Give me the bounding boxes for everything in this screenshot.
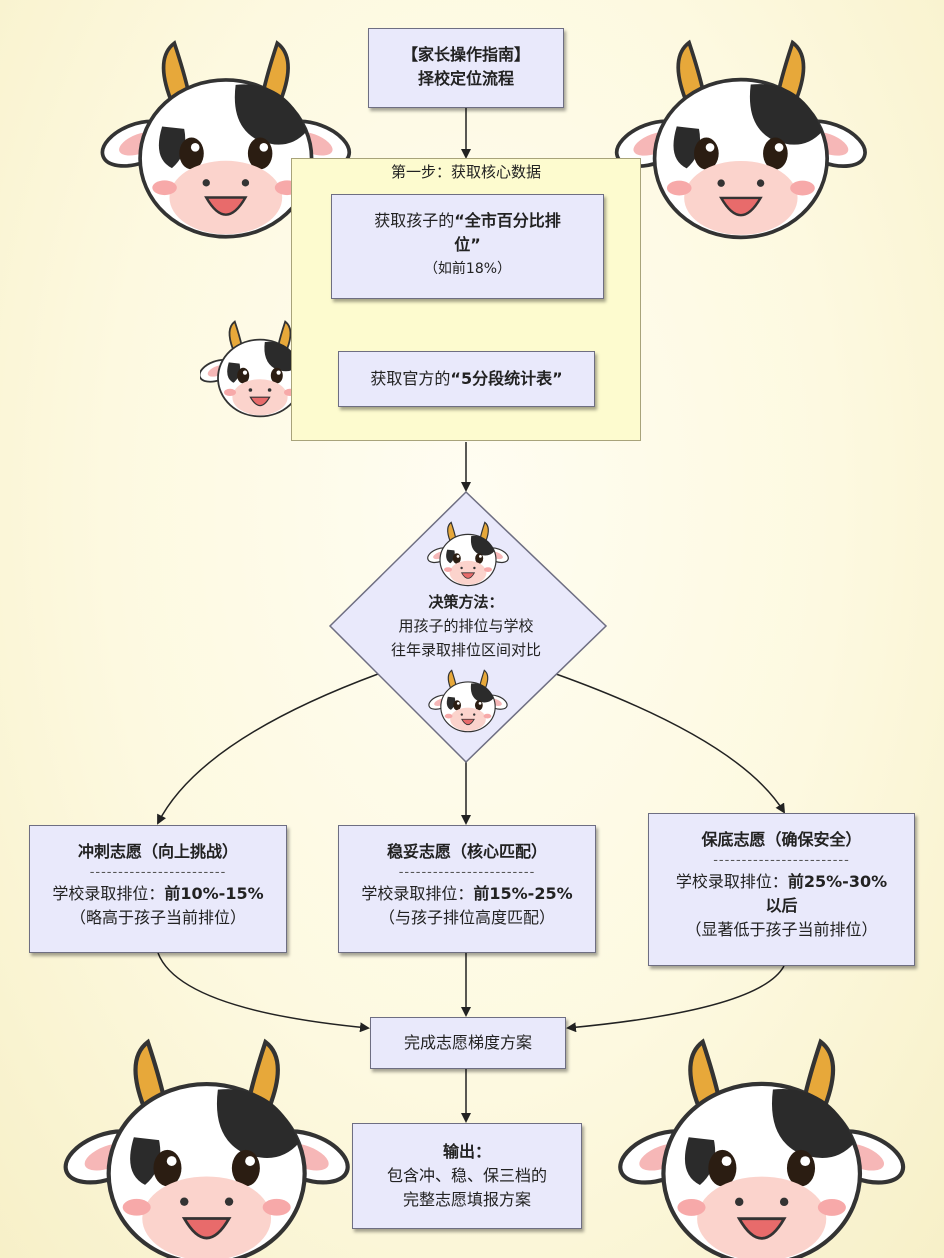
option-safe-range-tail: 以后 — [765, 896, 798, 915]
decision-text: 决策方法： 用孩子的排位与学校 往年录取排位区间对比 — [350, 590, 582, 662]
output-line1: 包含冲、稳、保三档的 — [386, 1166, 547, 1185]
option-sprint: 冲刺志愿（向上挑战） ------------------------ 学校录取… — [29, 825, 287, 953]
option-sprint-divider: ------------------------ — [89, 865, 227, 880]
cow-bottom-right-icon — [590, 1020, 920, 1258]
cow-diamond-top-overlay-icon — [425, 521, 511, 587]
step1-label: 第一步：获取核心数据 — [390, 163, 541, 181]
score-table-bold: “5分段统计表” — [450, 369, 563, 388]
ranking-line1: 获取孩子的“全市百分比排 — [374, 211, 561, 230]
option-safe: 保底志愿（确保安全） ------------------------ 学校录取… — [648, 813, 915, 966]
option-stable-note: （与孩子排位高度匹配） — [378, 908, 555, 927]
ranking-line2: 位” — [454, 235, 481, 254]
score-table-prefix: 获取官方的 — [370, 369, 451, 388]
cow-diamond-bottom-overlay-icon — [426, 669, 510, 733]
decision-line1: 用孩子的排位与学校 — [398, 617, 534, 635]
arrow-decision-to-option3 — [555, 673, 786, 814]
option-safe-title: 保底志愿（确保安全） — [701, 830, 862, 849]
step1-box-ranking: 获取孩子的“全市百分比排 位” （如前18%） — [331, 194, 604, 299]
option-stable-divider: ------------------------ — [398, 865, 536, 880]
option-safe-divider: ------------------------ — [713, 853, 850, 868]
output-line2: 完整志愿填报方案 — [402, 1190, 531, 1209]
output-title: 输出： — [442, 1142, 491, 1161]
complete-box: 完成志愿梯度方案 — [370, 1017, 566, 1069]
arrow-option1-to-complete — [157, 952, 370, 1033]
option-stable: 稳妥志愿（核心匹配） ------------------------ 学校录取… — [338, 825, 596, 953]
title-box: 【家长操作指南】 择校定位流程 — [368, 28, 564, 108]
title-line2: 择校定位流程 — [417, 69, 514, 88]
option-stable-title: 稳妥志愿（核心匹配） — [386, 842, 547, 861]
title-line1: 【家长操作指南】 — [401, 45, 530, 64]
arrow-decision-to-option1 — [157, 673, 379, 825]
option-sprint-range: 学校录取排位：前10%-15% — [52, 884, 264, 903]
complete-label: 完成志愿梯度方案 — [403, 1033, 532, 1052]
option-safe-range: 学校录取排位：前25%-30% — [675, 872, 888, 891]
ranking-note: （如前18%） — [423, 261, 512, 277]
step1-box-score-table: 获取官方的“5分段统计表” — [338, 351, 595, 407]
option-sprint-title: 冲刺志愿（向上挑战） — [77, 842, 238, 861]
option-sprint-note: （略高于孩子当前排位） — [69, 908, 246, 927]
option-safe-note: （显著低于孩子当前排位） — [685, 920, 878, 939]
decision-title: 决策方法： — [428, 593, 504, 611]
cow-bottom-left-icon — [40, 1020, 360, 1258]
decision-line2: 往年录取排位区间对比 — [390, 641, 541, 659]
option-stable-range: 学校录取排位：前15%-25% — [361, 884, 573, 903]
output-box: 输出： 包含冲、稳、保三档的 完整志愿填报方案 — [352, 1123, 582, 1229]
arrow-option3-to-complete — [566, 965, 785, 1033]
